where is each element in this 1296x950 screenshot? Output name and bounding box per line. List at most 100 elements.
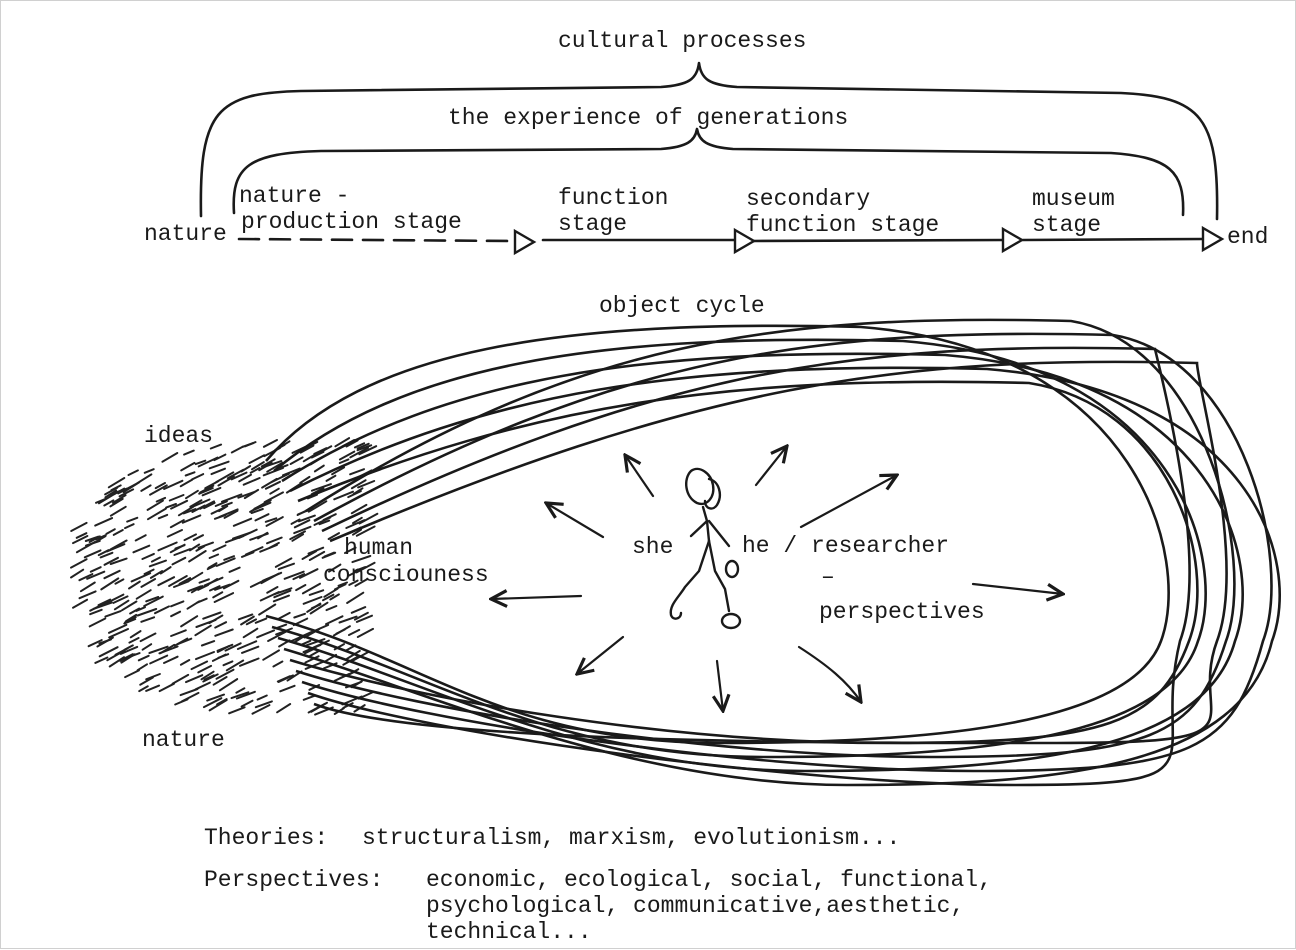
hatch-stroke <box>110 484 122 492</box>
hatch-stroke <box>126 516 139 523</box>
hatch-stroke <box>173 548 192 556</box>
hatch-stroke <box>197 664 213 674</box>
hatch-stroke <box>334 437 351 448</box>
hatch-stroke <box>195 545 206 552</box>
hatch-stroke <box>157 513 169 520</box>
hatch-stroke <box>174 544 186 550</box>
hatch-stroke <box>209 585 221 592</box>
hatch-stroke <box>163 655 179 664</box>
hatch-stroke <box>171 673 190 685</box>
hatch-stroke <box>308 650 320 657</box>
hatch-stroke <box>333 625 351 637</box>
experience-brace <box>232 127 1185 217</box>
hatch-stroke <box>331 466 346 476</box>
cycle-loop <box>265 324 1170 745</box>
hatch-stroke <box>206 693 225 702</box>
hatch-stroke <box>106 649 126 662</box>
arrow-down-left <box>577 635 625 674</box>
hatch-stroke <box>269 487 280 495</box>
hatch-stroke <box>342 654 361 666</box>
hatch-stroke <box>277 674 294 683</box>
hatch-stroke <box>89 566 102 573</box>
hatch-stroke <box>350 479 367 490</box>
hatch-stroke <box>136 663 148 672</box>
hatch-stroke <box>157 541 178 552</box>
hatch-stroke <box>267 630 287 642</box>
hatch-stroke <box>86 570 106 580</box>
hatch-stroke <box>72 598 89 609</box>
hatch-stroke <box>262 467 284 477</box>
he-researcher-label: he / researcher <box>742 533 950 559</box>
secondary-function-stage-line2: function stage <box>746 212 940 238</box>
hatch-stroke <box>297 509 309 516</box>
hatch-stroke <box>98 646 119 658</box>
hatch-stroke <box>97 598 112 607</box>
hatch-stroke <box>228 706 246 715</box>
hatch-stroke <box>181 514 202 524</box>
museum-stage-line2: stage <box>1032 212 1102 238</box>
hatch-stroke <box>265 516 284 527</box>
dash-label: – <box>821 564 835 590</box>
hatch-stroke <box>206 564 217 571</box>
hatch-stroke <box>121 600 138 612</box>
hatch-stroke <box>215 557 236 567</box>
hatch-stroke <box>212 591 224 599</box>
hatch-stroke <box>157 576 176 587</box>
hatch-stroke <box>158 682 175 693</box>
hatch-stroke <box>140 578 157 588</box>
hatch-stroke <box>289 456 304 465</box>
hatch-stroke <box>191 473 205 481</box>
hatch-stroke <box>254 513 270 522</box>
secondary-function-arrow <box>751 238 1005 243</box>
hatch-stroke <box>309 601 329 615</box>
hatch-stroke <box>137 654 150 662</box>
hatch-stroke <box>174 698 189 706</box>
hatch-stroke <box>207 578 219 586</box>
hatch-stroke <box>118 488 135 498</box>
hatch-stroke <box>166 529 183 538</box>
hatch-stroke <box>114 578 125 585</box>
cycle-loop <box>289 380 1199 745</box>
hatch-stroke <box>148 559 167 568</box>
timeline-arrows <box>237 225 1225 256</box>
hatch-stroke <box>251 704 271 715</box>
hatch-stroke <box>350 606 367 614</box>
hatch-stroke <box>293 519 311 529</box>
hatch-stroke <box>256 694 268 701</box>
hatch-stroke <box>208 553 220 559</box>
hatch-stroke <box>168 494 185 502</box>
hatch-stroke <box>89 608 103 616</box>
hatch-stroke <box>94 517 114 527</box>
hatch-stroke <box>112 595 129 604</box>
hatch-stroke <box>358 445 378 456</box>
museum-arrow <box>1021 237 1205 242</box>
hatch-stroke <box>143 468 155 474</box>
hatch-stroke <box>103 569 121 580</box>
object-cycle-label: object cycle <box>599 293 765 319</box>
hatch-stroke <box>198 487 214 495</box>
hatch-stroke <box>195 651 215 661</box>
hatch-stroke <box>88 617 107 628</box>
hatch-stroke <box>249 532 269 541</box>
hatch-stroke <box>161 452 179 463</box>
hatch-stroke <box>289 635 304 643</box>
hatch-stroke <box>248 454 266 464</box>
experience-of-generations-label: the experience of generations <box>448 105 849 131</box>
hatch-stroke <box>103 556 119 566</box>
hatch-stroke <box>108 628 129 639</box>
cultural-processes-label: cultural processes <box>558 28 807 54</box>
cycle-loop <box>301 332 1273 773</box>
hatch-stroke <box>178 577 192 585</box>
hatch-stroke <box>179 688 199 697</box>
hatch-stroke <box>130 572 152 583</box>
hatch-stroke <box>149 654 169 665</box>
human-label: human <box>344 535 414 561</box>
hatch-stroke <box>215 471 235 484</box>
hatch-stroke <box>322 593 335 602</box>
hatch-stroke <box>230 445 245 454</box>
hatch-stroke <box>243 488 260 500</box>
hatch-stroke <box>218 678 239 692</box>
hatch-stroke <box>283 570 305 580</box>
hatch-stroke <box>244 546 264 556</box>
hatch-stroke <box>75 540 97 554</box>
